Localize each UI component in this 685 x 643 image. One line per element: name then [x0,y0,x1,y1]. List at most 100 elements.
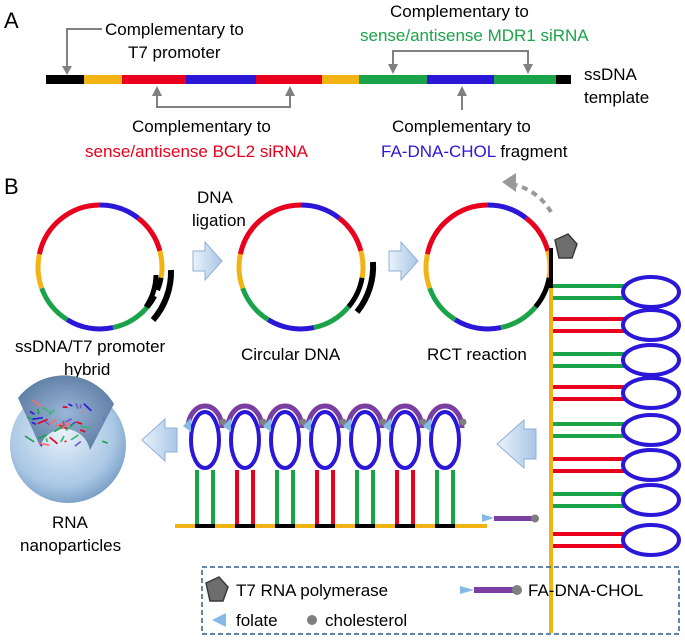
t7-callout-line1: Complementary to [105,20,244,39]
ring-segment [160,251,162,278]
legend-folate-label: folate [236,611,278,630]
ring-segment [501,307,536,328]
hairpin-stem [235,470,239,524]
rct-loop [623,378,679,408]
caption-rct: RCT reaction [427,345,527,364]
ligation-label-line1: DNA [197,188,234,207]
assembly-arrow [497,420,536,468]
ring-segment [526,218,548,251]
segment-mdr1-1 [359,75,427,84]
ring-segment [314,307,349,328]
hairpin-stem [435,470,439,524]
mdr1-callout: Complementary to sense/antisense MDR1 si… [360,2,589,74]
mdr1-arrowhead-left [388,64,398,74]
hairpin-base [275,524,295,528]
legend-fa-dna-chol-label: FA-DNA-CHOL [528,581,643,600]
bcl2-arrowhead-right [285,86,295,96]
rct-rung [553,492,625,496]
ring-segment [268,320,314,329]
ring-segment [488,205,526,218]
fa-dna-chol-small [482,514,539,523]
rct-rung [553,364,625,368]
hairpin-base [235,524,255,528]
caption-nanoparticles-line1: RNA [52,513,89,532]
bcl2-callout-bracket [157,92,290,107]
mdr1-callout-bracket [393,51,528,70]
hairpin-loop [351,412,379,468]
rct-loop [623,450,679,480]
cholesterol-mark [460,419,467,426]
ring-segment [243,288,268,319]
hairpin-stem [315,470,319,524]
bcl2-callout-line1: Complementary to [132,117,271,136]
ring-segment [113,307,148,328]
mdr1-callout-line1: Complementary to [390,2,529,21]
circle-hybrid [38,205,162,329]
ring-segment [38,254,42,288]
fa-callout-line2-suffix: fragment [496,142,568,161]
hairpin-stem [355,470,359,524]
legend-cholesterol-icon [307,615,317,625]
fa-callout: Complementary to FA-DNA-CHOL fragment [381,86,568,161]
hairpin-stem [275,470,279,524]
hairpin-base [195,524,215,528]
rct-direction-arrow [512,184,551,212]
rct-rung [553,434,625,438]
hairpin-stem [331,470,335,524]
ssdna-template-bar [46,75,571,84]
t7-callout-arrowhead [62,66,72,75]
ring-segment [301,205,339,218]
hairpin-base [355,524,375,528]
t7-callout-leader [67,29,102,70]
panel-b-label: B [4,174,19,199]
rna-hairpin-strip [175,406,487,528]
segment-bcl2-2 [256,75,322,84]
segment-linker-2 [322,75,359,84]
legend-cholesterol-label: cholesterol [325,611,407,630]
segment-end [556,75,571,84]
rct-rung [553,544,625,548]
ring-segment [426,254,430,288]
template-label-line1: ssDNA [584,65,638,84]
rct-rung [553,469,625,473]
ring-segment [430,288,455,319]
hairpin-loop [311,412,339,468]
hairpin-base [435,524,455,528]
hairpin-stem [195,470,199,524]
rct-rung [553,352,625,356]
legend-polymerase-icon [206,577,228,601]
hairpin-stem [251,470,255,524]
ring-segment [536,278,550,307]
rct-direction-arrowhead [502,173,516,192]
fa-arrowhead [457,86,467,96]
ring-segment [67,320,113,329]
rna-fiber [46,438,47,442]
ring-segment [39,205,100,254]
rct-rung [553,422,625,426]
hairpin-loop [231,412,259,468]
hairpin-stem [411,470,415,524]
template-label-line2: template [584,88,649,107]
fa-callout-line1: Complementary to [392,117,531,136]
caption-hybrid-line1: ssDNA/T7 promoter [15,337,166,356]
bcl2-callout-line2: sense/antisense BCL2 siRNA [85,142,309,161]
legend-folate-icon [212,613,226,627]
ring-segment [339,218,361,251]
mdr1-callout-line2: sense/antisense MDR1 siRNA [360,26,589,45]
segment-fa-1 [186,75,256,84]
rct-loop [623,485,679,515]
hairpin-base [315,524,335,528]
rct-strand [549,248,553,633]
rct-rung [553,457,625,461]
t7-callout-line2: T7 promoter [128,43,221,62]
ring-segment [239,254,243,288]
ring-segment [100,205,138,218]
rct-rung [553,504,625,508]
rct-rung [553,532,625,536]
hairpin-stem [211,470,215,524]
rna-fiber [38,409,39,415]
rct-rung [553,329,625,333]
rna-nanoparticle [10,375,126,503]
t7-polymerase-icon [555,234,577,258]
nanoparticle-arrow [142,419,177,461]
